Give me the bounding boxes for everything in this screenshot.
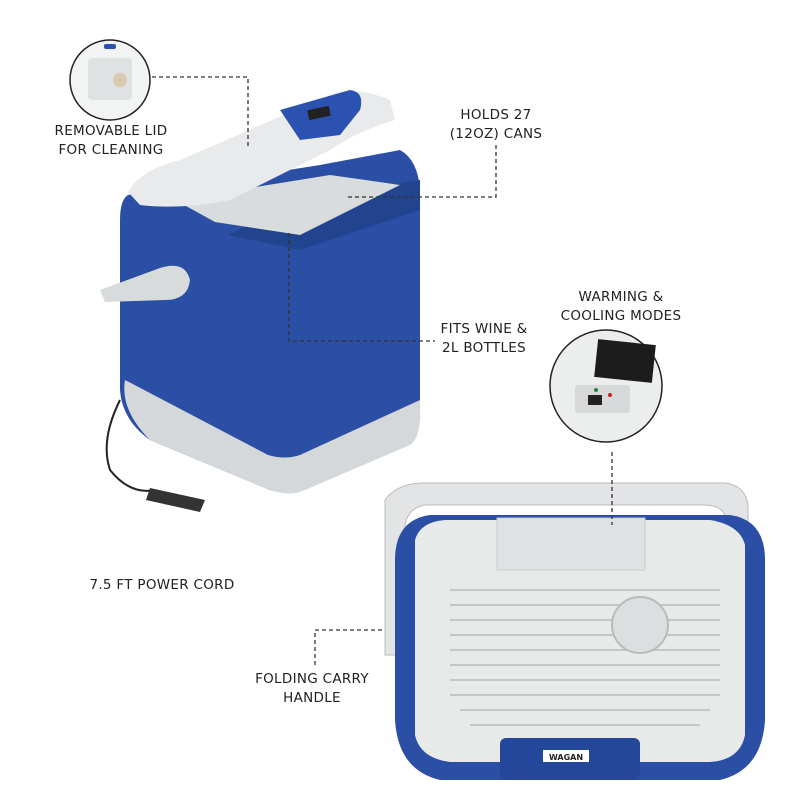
callout-warming-cooling: WARMING & COOLING MODES [555,288,687,326]
callout-line: HOLDS 27 [460,107,532,123]
callout-line: HANDLE [283,690,341,706]
callout-carry-handle: FOLDING CARRY HANDLE [250,670,374,708]
callout-line: 7.5 FT POWER CORD [89,577,235,593]
back-view-cooler: WAGAN [384,482,765,780]
callout-power-cord: 7.5 FT POWER CORD [82,576,242,595]
callout-line: WARMING & [578,289,664,305]
callout-holds-cans: HOLDS 27 (12OZ) CANS [440,106,552,144]
callout-line: FOLDING CARRY [255,671,369,687]
callout-fits-wine: FITS WINE & 2L BOTTLES [436,320,532,358]
callout-line: REMOVABLE LID [54,123,168,139]
callout-line: (12OZ) CANS [449,126,543,142]
callout-line: FITS WINE & [440,321,528,337]
callout-line: COOLING MODES [560,308,682,324]
callout-line: FOR CLEANING [58,142,164,158]
callout-removable-lid: REMOVABLE LID FOR CLEANING [44,122,178,160]
control-panel-inset [549,329,663,443]
svg-text:WAGAN: WAGAN [549,753,583,762]
callout-line: 2L BOTTLES [442,340,526,356]
removable-lid-inset [69,39,151,121]
callout-leaders [152,76,613,665]
